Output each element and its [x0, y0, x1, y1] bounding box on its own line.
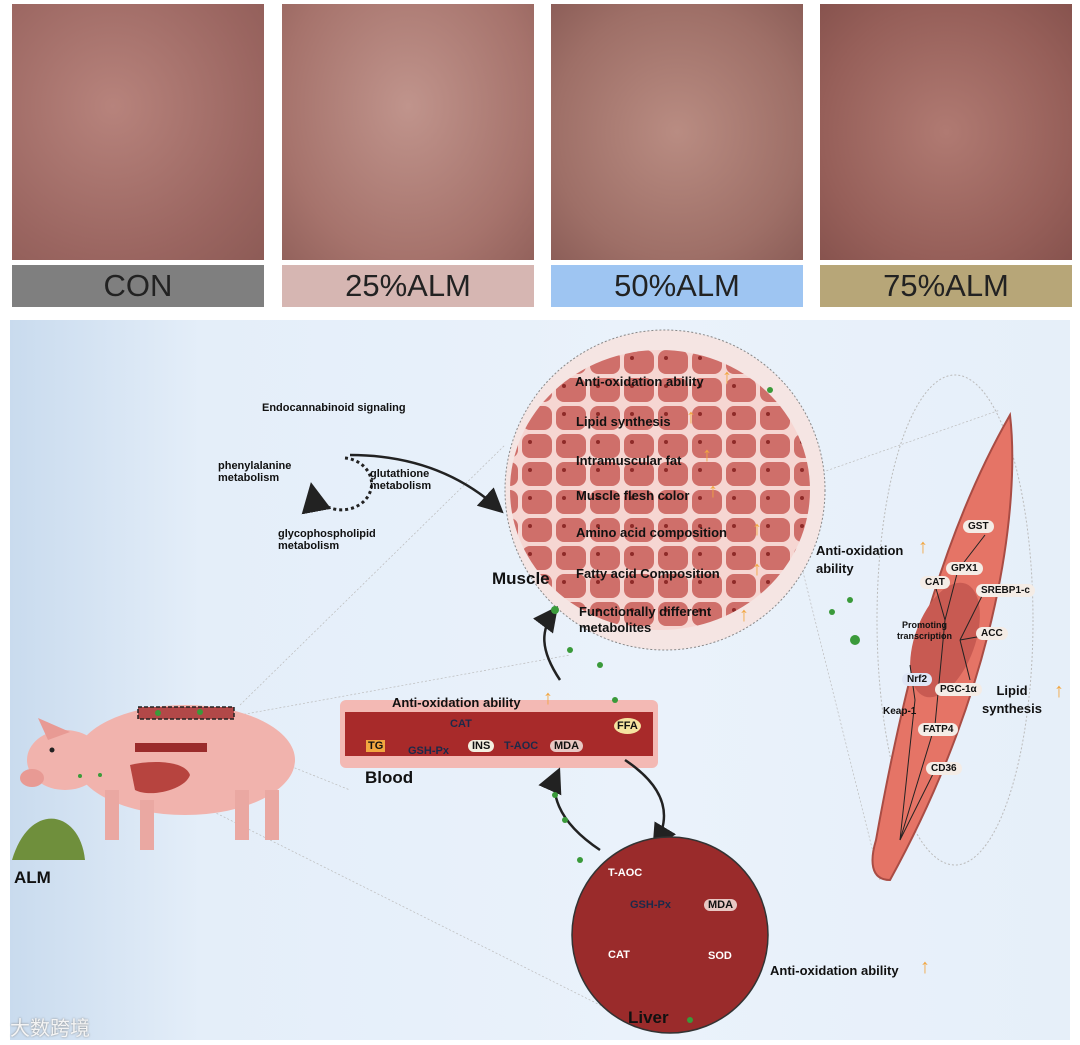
up-arrow-icon: ↑	[708, 480, 718, 503]
up-arrow-icon: ↑	[722, 366, 732, 389]
liver-marker-sod: SOD	[708, 950, 732, 962]
up-arrow-icon: ↑	[918, 536, 928, 559]
up-arrow-icon: ↑	[702, 444, 712, 467]
metabolism-cycle	[312, 458, 372, 510]
blood-to-muscle-arrow	[544, 610, 560, 680]
phenylalanine-label: phenylalanine metabolism	[218, 460, 291, 484]
liver-label: Liver	[628, 1008, 669, 1028]
liver-marker-mda: MDA	[704, 899, 737, 911]
alm50-label: 50%ALM	[551, 265, 803, 307]
up-arrow-icon: ↑	[1054, 680, 1064, 703]
gene-cd36: CD36	[926, 762, 962, 775]
up-arrow-icon: ↑	[752, 558, 762, 581]
muscle-item-4: Muscle flesh color	[576, 488, 689, 503]
con-photo	[12, 4, 264, 260]
alm75-photo	[820, 4, 1072, 260]
blood-marker-ins: INS	[468, 740, 494, 752]
gene-gpx1: GPX1	[946, 562, 983, 575]
alm50-photo	[551, 4, 803, 260]
up-arrow-icon: ↑	[686, 406, 696, 429]
alm75-label: 75%ALM	[820, 265, 1072, 307]
blood-to-liver-arrow	[625, 760, 664, 845]
gene-keap1: Keap-1	[883, 706, 916, 717]
blood-marker-taoc: T-AOC	[504, 740, 538, 752]
con-label: CON	[12, 265, 264, 307]
up-arrow-icon: ↑	[543, 687, 553, 710]
gene-pgc1a: PGC-1α	[935, 683, 982, 696]
muscle-item-6: Fatty acid Composition	[576, 566, 720, 581]
muscle-item-2: Lipid synthesis	[576, 414, 671, 429]
gene-nrf2: Nrf2	[902, 673, 932, 686]
gene-cat: CAT	[920, 576, 950, 589]
promoting-transcription: Promoting transcription	[897, 620, 952, 642]
muscle-item-1: Anti-oxidation ability	[575, 374, 704, 389]
blood-marker-tg: TG	[366, 740, 385, 752]
gene-srebp1c: SREBP1-c	[976, 584, 1035, 597]
muscle-label: Muscle	[492, 569, 550, 589]
gene-acc: ACC	[976, 627, 1008, 640]
liver-marker-gshpx: GSH-Px	[630, 899, 671, 911]
blood-marker-mda: MDA	[550, 740, 583, 752]
liver-to-blood-arrow	[555, 772, 600, 850]
blood-title: Anti-oxidation ability	[392, 695, 521, 710]
muscle-item-3: Intramuscular fat	[576, 453, 681, 468]
muscle-item-7: Functionally different metabolites	[579, 604, 711, 636]
liver-anti-oxidation: Anti-oxidation ability	[770, 963, 899, 978]
alm25-photo	[282, 4, 534, 260]
fiber-anti-oxidation: Anti-oxidation ability	[816, 542, 903, 578]
fiber-lipid-synthesis: Lipid synthesis	[982, 682, 1042, 718]
alm-label: ALM	[14, 868, 51, 888]
blood-marker-cat: CAT	[450, 718, 472, 730]
liver-circle	[572, 837, 768, 1033]
alm-feed-pile	[12, 819, 85, 860]
glycophospholipid-label: glycophospholipid metabolism	[278, 528, 376, 552]
glutathione-label: glutathione metabolism	[370, 468, 431, 492]
up-arrow-icon: ↑	[752, 518, 762, 541]
liver-marker-taoc: T-AOC	[608, 867, 642, 879]
blood-marker-gshpx: GSH-Px	[408, 745, 449, 757]
alm25-label: 25%ALM	[282, 265, 534, 307]
up-arrow-icon: ↑	[739, 604, 749, 627]
gene-fatp4: FATP4	[918, 723, 958, 736]
blood-marker-ffa: FFA	[614, 718, 641, 734]
mechanism-diagram: Endocannabinoid signaling phenylalanine …	[10, 320, 1070, 1040]
blood-label: Blood	[365, 768, 413, 788]
up-arrow-icon: ↑	[920, 956, 930, 979]
blood-vessel-lumen	[345, 712, 653, 756]
liver-marker-cat: CAT	[608, 949, 630, 961]
watermark: 大数跨境	[10, 1012, 90, 1041]
endocannabinoid-label: Endocannabinoid signaling	[262, 402, 406, 414]
gene-gst: GST	[963, 520, 994, 533]
muscle-item-5: Amino acid composition	[576, 525, 727, 540]
